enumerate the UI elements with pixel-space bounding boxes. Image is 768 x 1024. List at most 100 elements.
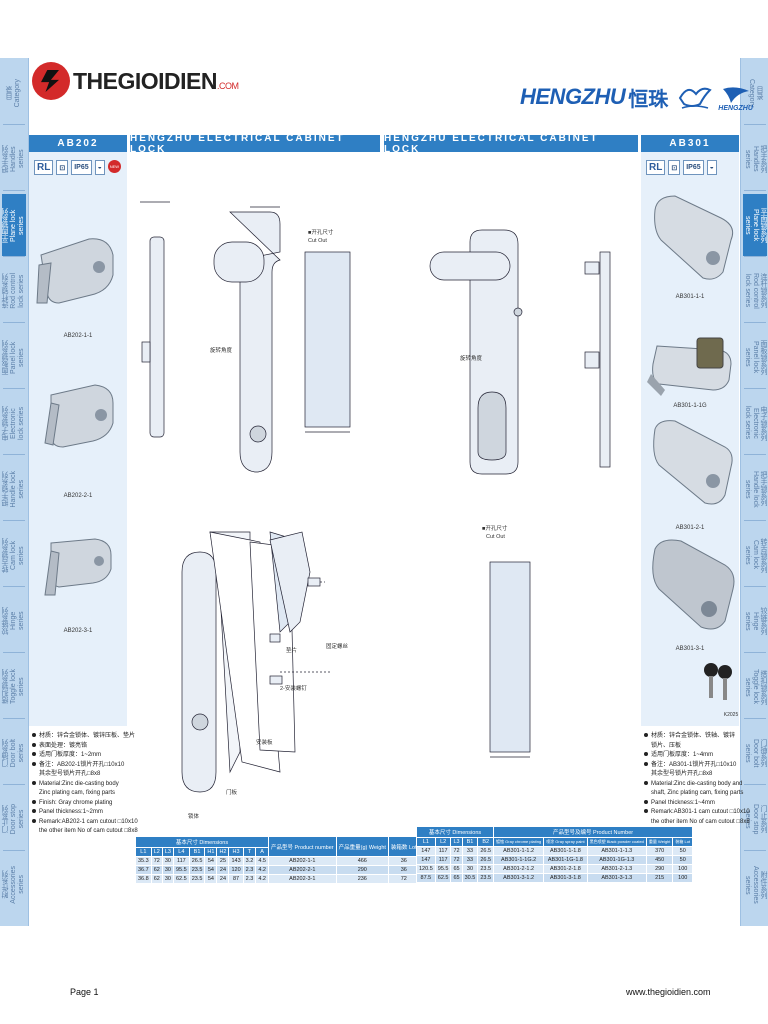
key-label: K2025 <box>723 712 739 718</box>
product-photo-ab202-2-1 <box>44 384 114 448</box>
right-notes: 材质：锌合金锁体、铁轴、镀锌 锁片、压板 适用门板厚度：1~4mm 备注：AB3… <box>644 732 750 827</box>
right-note: 适用门板厚度：1~4mm <box>644 751 750 761</box>
technical-drawings: ■开孔尺寸 Cut Out 旋转角度 固定螺丝 垫片 2-安装螺钉 安装板 锁体… <box>140 201 611 820</box>
category-tab[interactable]: 附件系列 Accessories series <box>2 854 26 916</box>
col-header: B1 <box>461 837 479 847</box>
category-tab-label: 转舌锁系列 Cam lock series <box>2 537 25 573</box>
left-model-bar: AB202 <box>29 135 127 152</box>
product-label-ab202-1-1: AB202-1-1 <box>63 333 93 339</box>
category-tab-label: 面板锁系列 Panel lock series <box>744 339 767 375</box>
thegioidien-logo[interactable]: THEGIOIDIEN.COM <box>32 62 239 100</box>
tab-divider <box>744 784 766 785</box>
category-tab[interactable]: 面板锁系列 Panel lock series <box>743 326 767 388</box>
catalog-sheet <box>0 58 768 926</box>
category-tab[interactable]: 铰链系列 Hinge series <box>2 590 26 652</box>
category-tab[interactable]: 搭扣锁系列 Toggle lock series <box>743 656 767 718</box>
col-header: 喷涂 Gray spray paint <box>543 837 588 847</box>
left-note: Material:Zinc die-casting body <box>32 780 138 790</box>
category-tab[interactable]: 搭扣锁系列 Toggle lock series <box>2 656 26 718</box>
tab-divider <box>3 124 25 125</box>
category-tab-label: 搭扣锁系列 Toggle lock series <box>2 669 25 705</box>
ab202-spec-table: 基本尺寸 Dimensions 产品型号 Product number 产品重量… <box>135 836 420 884</box>
col-header: 镀铬 Gray chrome plating <box>493 837 545 847</box>
left-note: 表面处理：镀亮铬 <box>32 742 138 752</box>
ip65-badge: IP65 <box>71 160 92 175</box>
col-header: L3 <box>450 837 463 847</box>
ab301-side-drawing <box>584 251 611 468</box>
category-tab-label: 把手锁系列 Handle lock series <box>2 470 25 508</box>
tab-divider <box>744 520 766 521</box>
category-tab[interactable]: 目录 Category <box>2 62 26 124</box>
footer-url[interactable]: www.thegioidien.com <box>626 987 711 997</box>
col-header: T <box>242 847 257 857</box>
hengzhu-cn-wordmark: 恒珠 <box>628 88 669 111</box>
category-tab-label: 把手系列 Handles series <box>2 145 25 173</box>
category-tab[interactable]: 把手系列 Handles series <box>2 128 26 190</box>
product-label-ab301-2-1: AB301-2-1 <box>675 525 705 531</box>
left-note: 备注：AB202-1锁片开孔□10x10 <box>32 761 138 771</box>
left-notes: 材质：锌合金锁体、镀锌压板、垫片 表面处理：镀亮铬 适用门板厚度：1~2mm 备… <box>32 732 138 837</box>
category-tab[interactable]: 门止系列 Door stop series <box>743 788 767 850</box>
tab-divider <box>744 586 766 587</box>
category-tab[interactable]: 附件系列 Accessories series <box>743 854 767 916</box>
tab-divider <box>3 784 25 785</box>
col-header: L1 <box>416 837 436 847</box>
product-label-ab301-1-1: AB301-1-1 <box>675 294 705 300</box>
col-header: L2 <box>150 847 163 857</box>
category-tab[interactable]: 把手锁系列 Handle lock series <box>2 458 26 520</box>
tab-divider <box>3 454 25 455</box>
left-note: 其余型号锁片开孔□8x8 <box>39 771 101 777</box>
table-header-product: 产品型号及编号 Product Number <box>493 826 694 838</box>
rl-badge: RL <box>34 160 54 175</box>
rl-badge: RL <box>646 160 666 175</box>
category-tab[interactable]: 把手锁系列 Handle lock series <box>743 458 767 520</box>
tab-divider <box>3 850 25 851</box>
category-tab[interactable]: 门止系列 Door stop series <box>2 788 26 850</box>
product-photo-ab301-1-1 <box>654 195 734 280</box>
category-tab[interactable]: 平面锁系列 Plane lock series <box>743 194 767 256</box>
left-product-photos <box>36 238 114 596</box>
category-tab[interactable]: 电子锁系列 Electronic lock series <box>743 392 767 454</box>
category-tab[interactable]: 电子锁系列 Electronic lock series <box>2 392 26 454</box>
tab-divider <box>744 652 766 653</box>
category-tab-label: 门止系列 Door stop series <box>2 803 25 835</box>
tab-divider <box>3 388 25 389</box>
category-tab[interactable]: 连杆锁系列 Rod control lock series <box>743 260 767 322</box>
right-note: Panel thickness:1~4mm <box>644 799 750 809</box>
category-tab[interactable]: 把手系列 Handles series <box>743 128 767 190</box>
col-header: L1 <box>135 847 152 857</box>
tab-divider <box>744 718 766 719</box>
category-tab[interactable]: 平面锁系列 Plane lock series <box>2 194 26 256</box>
left-note: 适用门板厚度：1~2mm <box>32 751 138 761</box>
right-note: Remark:AB301-1 cam cutout □10x10 <box>644 808 750 818</box>
washer-label: 垫片 <box>286 646 297 654</box>
page-number: Page 1 <box>70 987 99 997</box>
product-label-ab202-2-1: AB202-2-1 <box>63 493 93 499</box>
col-header: H1 <box>204 847 218 857</box>
category-tab-label: 附件系列 Accessories series <box>2 866 25 904</box>
category-tab[interactable]: 门插系列 Door bolt series <box>743 722 767 784</box>
tab-divider <box>3 256 25 257</box>
right-product-photos <box>647 195 735 700</box>
category-tab[interactable]: 面板锁系列 Panel lock series <box>2 326 26 388</box>
right-note: 其余型号锁片开孔□8x8 <box>651 771 713 777</box>
category-tab-label: 电子锁系列 Electronic lock series <box>744 405 767 441</box>
category-tab[interactable]: 门插系列 Door bolt series <box>2 722 26 784</box>
category-tab[interactable]: 铰链系列 Hinge series <box>743 590 767 652</box>
ip65-badge: IP65 <box>683 160 704 175</box>
category-tab[interactable]: 转舌锁系列 Cam lock series <box>743 524 767 586</box>
category-tab-label: 电子锁系列 Electronic lock series <box>2 405 25 441</box>
category-tab-label: 门止系列 Door stop series <box>744 803 767 835</box>
category-tab[interactable]: 目录 Category <box>743 62 767 124</box>
category-tab[interactable]: 转舌锁系列 Cam lock series <box>2 524 26 586</box>
category-tab[interactable]: 连杆锁系列 Rod control lock series <box>2 260 26 322</box>
col-header: 重量 Weight <box>645 837 674 847</box>
cutout-title-en-right: Cut Out <box>486 534 505 540</box>
left-note: Finish: Gray chrome plating <box>32 799 138 809</box>
ab202-parts-drawing <box>269 531 321 685</box>
product-photo-ab202-3-1 <box>44 538 112 596</box>
rotation-label-right: 旋转角度 <box>460 354 483 362</box>
tab-divider <box>3 652 25 653</box>
